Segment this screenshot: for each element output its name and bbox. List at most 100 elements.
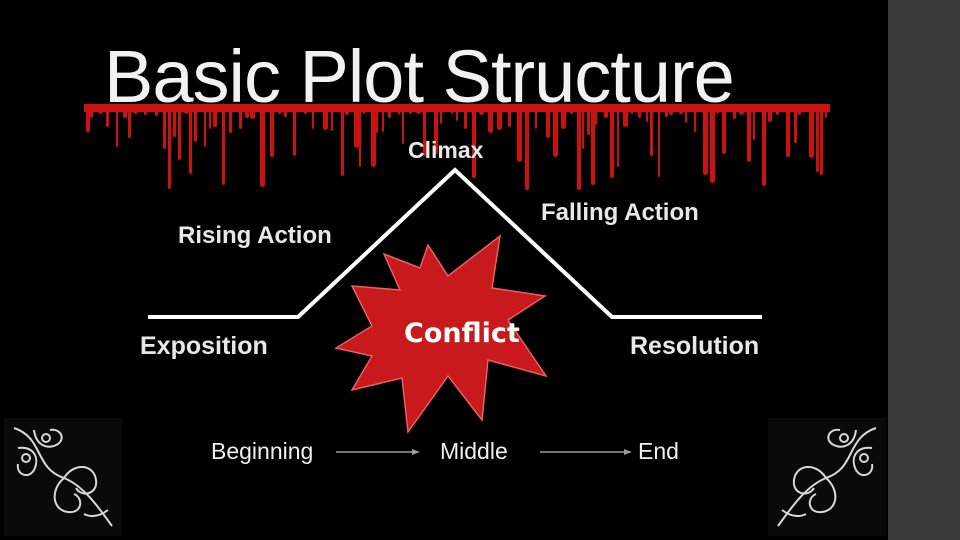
- drip: [497, 108, 502, 130]
- drip: [669, 108, 673, 115]
- drip: [363, 108, 365, 114]
- drip: [106, 108, 109, 127]
- drip: [816, 108, 819, 172]
- drip: [402, 108, 404, 144]
- drip: [820, 108, 823, 175]
- drip: [284, 108, 287, 117]
- drip: [546, 108, 550, 138]
- floral-ornament-icon: [768, 418, 886, 536]
- drip: [382, 108, 384, 132]
- plot-line: [148, 167, 762, 319]
- drip: [86, 108, 90, 132]
- drip: [278, 108, 281, 114]
- drip: [722, 108, 726, 154]
- drip: [479, 108, 484, 115]
- drip: [133, 108, 138, 114]
- drip: [582, 108, 584, 149]
- drip: [685, 108, 687, 123]
- drip: [570, 108, 573, 114]
- drip: [345, 108, 349, 115]
- drip: [204, 108, 206, 147]
- drip: [178, 108, 181, 160]
- side-panel: [888, 0, 960, 540]
- drip: [733, 108, 736, 119]
- drip: [270, 108, 274, 157]
- drip: [631, 108, 633, 114]
- drip: [747, 108, 751, 162]
- drip: [623, 108, 628, 127]
- drip: [293, 108, 296, 156]
- drip: [762, 108, 766, 186]
- drip: [753, 108, 755, 140]
- drip: [304, 108, 307, 114]
- drip: [794, 108, 797, 143]
- drip: [354, 108, 359, 148]
- drip: [717, 108, 719, 114]
- drip: [650, 108, 653, 156]
- drip: [434, 108, 438, 154]
- drip: [739, 108, 744, 115]
- drip: [464, 108, 467, 129]
- drip: [331, 108, 333, 131]
- drip: [312, 108, 314, 129]
- drip: [488, 108, 493, 133]
- drip: [168, 108, 171, 189]
- drip: [610, 108, 614, 178]
- drip: [209, 108, 211, 129]
- drip: [638, 108, 641, 118]
- drip: [184, 108, 189, 114]
- drip: [155, 108, 158, 116]
- drip: [798, 108, 801, 115]
- timeline-beginning: Beginning: [211, 438, 314, 464]
- drip: [123, 108, 127, 118]
- drip: [472, 108, 476, 178]
- drip: [776, 108, 779, 115]
- drip: [222, 108, 225, 185]
- drip: [213, 108, 217, 127]
- label-rising-action: Rising Action: [178, 222, 332, 249]
- drip: [388, 108, 391, 118]
- slide-title: Basic Plot Structure: [104, 35, 735, 118]
- drip: [423, 108, 426, 156]
- drip: [768, 108, 772, 122]
- drip: [260, 108, 265, 187]
- drip: [710, 108, 715, 183]
- drip: [553, 108, 558, 157]
- drip: [376, 108, 378, 133]
- drip: [679, 108, 683, 114]
- drip: [163, 108, 166, 149]
- drip: [604, 108, 608, 118]
- drip: [341, 108, 344, 176]
- drip: [508, 108, 511, 127]
- label-falling-action: Falling Action: [541, 199, 699, 226]
- label-resolution: Resolution: [630, 332, 760, 360]
- drip: [229, 108, 232, 133]
- starburst-icon: [334, 234, 548, 435]
- label-conflict: Conflict: [404, 318, 520, 349]
- drip: [665, 108, 668, 117]
- blood-drip-underline: [84, 104, 830, 190]
- drip: [595, 108, 597, 125]
- drip: [398, 108, 400, 115]
- drip: [189, 108, 192, 174]
- drip: [239, 108, 242, 129]
- drip: [561, 108, 566, 129]
- drip: [646, 108, 648, 122]
- drip: [517, 108, 522, 162]
- drip: [591, 108, 595, 185]
- drip: [617, 108, 619, 167]
- drip: [144, 108, 147, 115]
- drip: [98, 108, 103, 114]
- plot-diagram: [148, 167, 762, 455]
- drip: [825, 108, 827, 118]
- drip: [587, 108, 590, 135]
- timeline-arrow-1: [336, 449, 420, 455]
- slide: Basic Plot Structure Climax Rising Actio…: [4, 35, 886, 536]
- floral-ornament-icon: [4, 418, 122, 536]
- label-exposition: Exposition: [140, 332, 268, 360]
- drip: [577, 108, 581, 190]
- drip: [416, 108, 421, 114]
- drip: [90, 108, 93, 118]
- drip: [809, 108, 814, 158]
- drip: [703, 108, 708, 175]
